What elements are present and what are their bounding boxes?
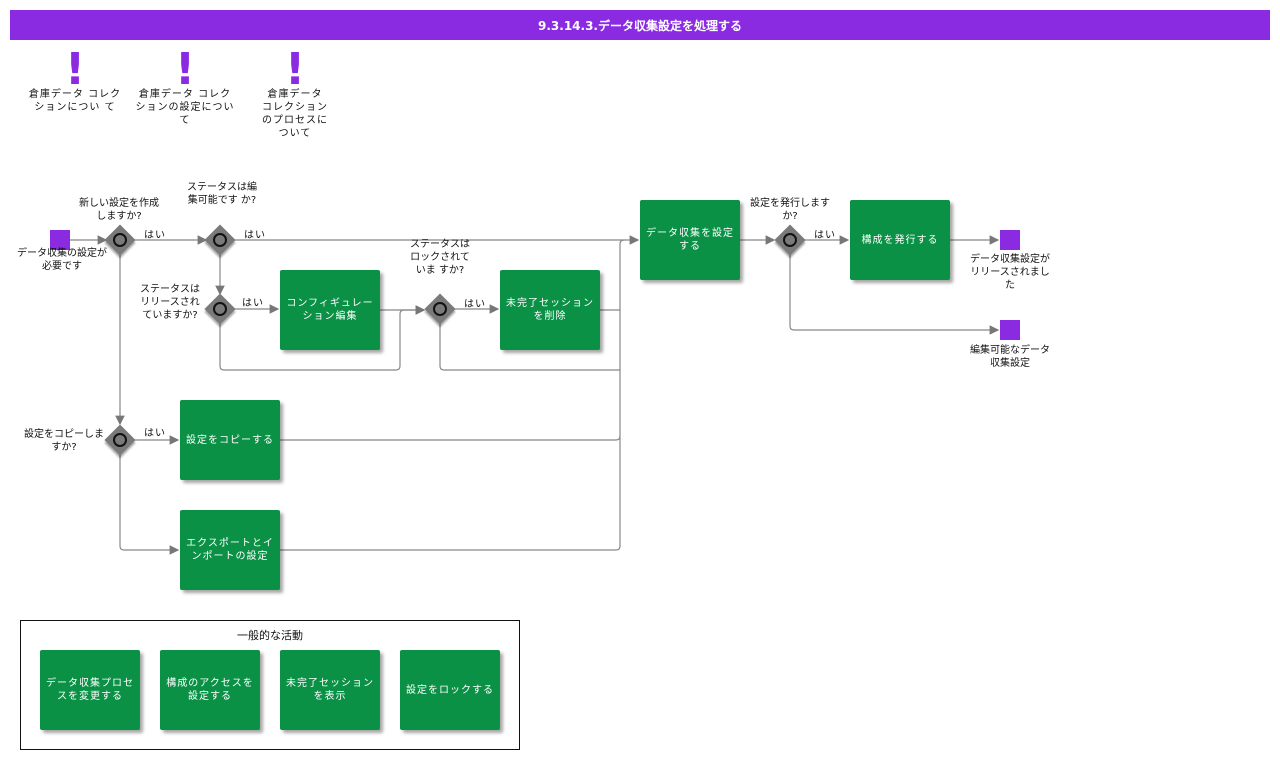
flow [439,323,620,371]
info-link-label: 倉庫データ コレクションの設定につい て [135,89,235,126]
flow [789,254,1000,335]
end-event-editable[interactable] [1000,320,1020,340]
end-event-label: 編集可能なデータ収集設定 [970,345,1050,369]
gateway-label: ステータスは編集可能です か? [187,182,257,206]
circle-icon [430,299,450,319]
info-link-about-collection[interactable]: ! 倉庫データ コレクションについ て [28,44,122,114]
task-delete-sessions[interactable]: 未完了セッションを削除 [500,270,600,350]
circle-icon [110,230,130,250]
yes-label: はい [814,230,836,241]
yes-label: はい [144,230,166,241]
task-configure-collection[interactable]: データ収集を設定する [640,200,740,280]
end-event-label: データ収集設定がリリースされました [970,254,1050,291]
yes-label: はい [144,428,166,439]
yes-label: はい [244,230,266,241]
exclamation-icon: ! [64,44,86,95]
task-config-access[interactable]: 構成のアクセスを設定する [160,650,260,730]
start-event-label: データ収集の設定が必要です [17,248,107,272]
task-publish-config[interactable]: 構成を発行する [850,200,950,280]
task-change-process[interactable]: データ収集プロセスを変更する [40,650,140,730]
yes-label: はい [464,299,486,310]
start-event[interactable] [50,230,70,250]
gateway-label: ステータスはリリースされていますか? [140,284,200,321]
exclamation-icon: ! [284,44,306,95]
task-view-sessions[interactable]: 未完了セッションを表示 [280,650,380,730]
task-export-import[interactable]: エクスポートとインポートの設定 [180,510,280,590]
flow [119,454,180,555]
exclamation-icon: ! [174,44,196,95]
info-link-label: 倉庫データ コレクションについ て [28,89,122,113]
flow [219,305,426,371]
flow [280,435,621,441]
general-activities-group: 一般的な活動 データ収集プロセスを変更する 構成のアクセスを設定する 未完了セッ… [20,620,520,750]
end-event-released[interactable] [1000,230,1020,250]
info-link-about-settings[interactable]: ! 倉庫データ コレクションの設定につい て [134,44,236,127]
task-lock-setting[interactable]: 設定をロックする [400,650,500,730]
circle-icon [210,299,230,319]
yes-label: はい [242,298,264,309]
flow [280,239,625,551]
page-title: 9.3.14.3.データ収集設定を処理する [10,10,1270,40]
info-link-label: 倉庫データ コレクションのプロセスについて [262,89,328,139]
task-config-edit[interactable]: コンフィギュレーション編集 [280,270,380,350]
gateway-label: 設定をコピーしますか? [24,429,104,453]
gateway-label: ステータスはロックされていま すか? [410,239,470,276]
circle-icon [110,430,130,450]
gateway-label: 新しい設定を作成しますか? [79,198,159,222]
info-link-about-process[interactable]: ! 倉庫データ コレクションのプロセスについて [260,44,330,140]
task-copy-setting[interactable]: 設定をコピーする [180,400,280,480]
circle-icon [780,230,800,250]
circle-icon [210,230,230,250]
gateway-label: 設定を発行しますか? [750,198,830,222]
general-activities-title: 一般的な活動 [237,629,303,642]
